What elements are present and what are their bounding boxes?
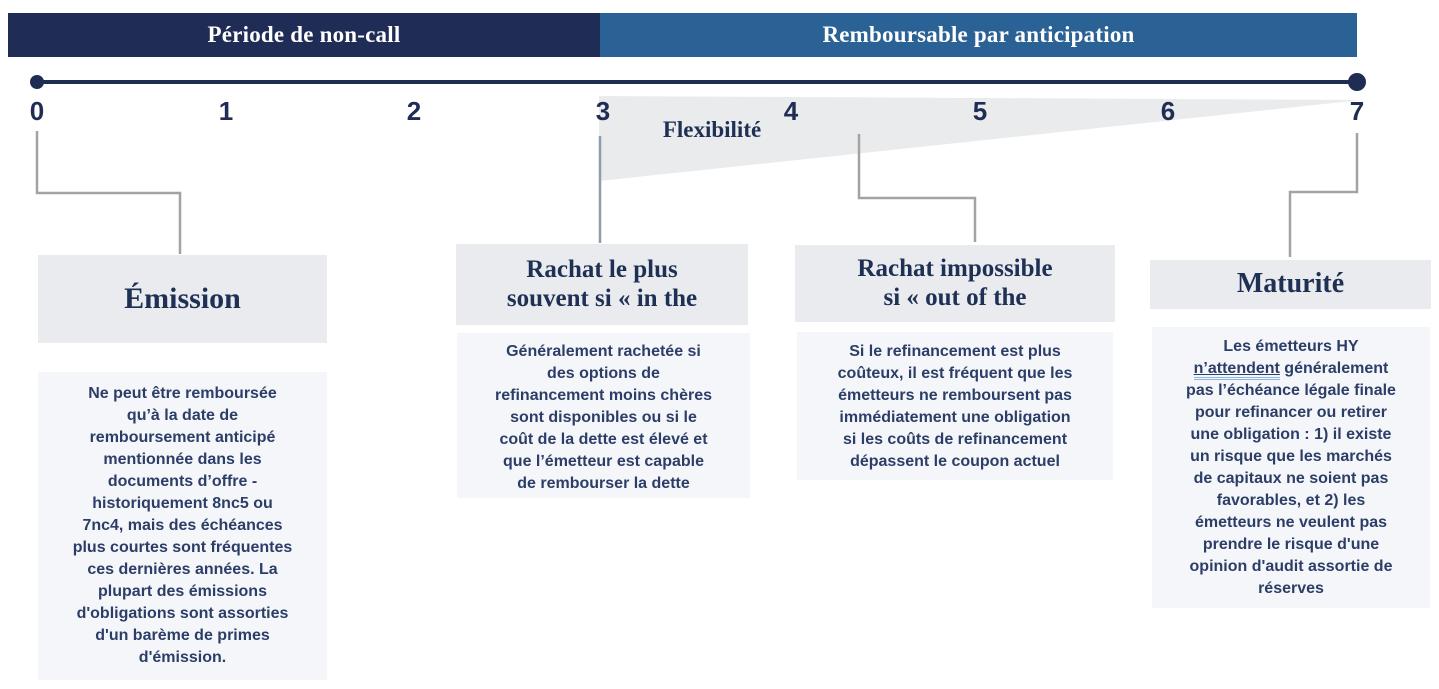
flexibility-label: Flexibilité — [662, 117, 762, 142]
connector-rachat-out-of-the-money — [857, 134, 977, 242]
noncall-period-bar: Période de non-call — [8, 13, 600, 57]
emission-body-box: Ne peut être remboursée qu’à la date de … — [38, 372, 327, 680]
noncall-period-label: Période de non-call — [207, 22, 401, 47]
rachat-out-body-text: Si le refinancement est plus coûteux, il… — [837, 343, 1073, 470]
maturite-title: Maturité — [1236, 268, 1345, 300]
tick-2: 2 — [406, 96, 422, 126]
tick-3: 3 — [595, 96, 611, 126]
tick-1: 1 — [218, 96, 234, 126]
tick-4: 4 — [783, 96, 799, 126]
maturite-body-pre: Les émetteurs HY — [1223, 338, 1359, 355]
callable-period-label: Remboursable par anticipation — [822, 22, 1135, 47]
rachat-in-title-box: Rachat le plus souvent si « in the — [456, 244, 748, 325]
connector-maturite — [1288, 133, 1359, 257]
rachat-in-body-box: Généralement rachetée si des options de … — [457, 333, 750, 498]
maturite-title-box: Maturité — [1150, 260, 1431, 309]
emission-title: Émission — [124, 281, 241, 315]
timeline-axis — [37, 80, 1358, 84]
tick-5: 5 — [972, 96, 988, 126]
tick-6: 6 — [1160, 96, 1176, 126]
rachat-out-title: Rachat impossible si « out of the — [857, 254, 1053, 311]
connector-emission — [35, 131, 182, 254]
rachat-in-title: Rachat le plus souvent si « in the — [506, 255, 698, 312]
rachat-out-title-box: Rachat impossible si « out of the — [795, 245, 1115, 322]
emission-title-box: Émission — [38, 255, 327, 343]
timeline-end-dot — [1348, 73, 1366, 91]
flexibility-wedge — [599, 96, 1362, 181]
maturite-body-box: Les émetteurs HY n’attendent généralemen… — [1152, 327, 1430, 608]
timeline-start-dot — [30, 75, 44, 89]
maturite-body-post: généralement pas l’échéance légale final… — [1186, 360, 1396, 597]
rachat-out-body-box: Si le refinancement est plus coûteux, il… — [797, 332, 1113, 480]
emission-body-text: Ne peut être remboursée qu’à la date de … — [72, 385, 293, 666]
tick-7: 7 — [1349, 96, 1365, 126]
tick-0: 0 — [29, 96, 45, 126]
rachat-in-body-text: Généralement rachetée si des options de … — [495, 343, 712, 492]
maturite-underlined-word: n’attendent — [1193, 360, 1280, 380]
callable-period-bar: Remboursable par anticipation — [600, 13, 1357, 57]
maturite-body-text: Les émetteurs HY n’attendent généralemen… — [1158, 336, 1424, 600]
